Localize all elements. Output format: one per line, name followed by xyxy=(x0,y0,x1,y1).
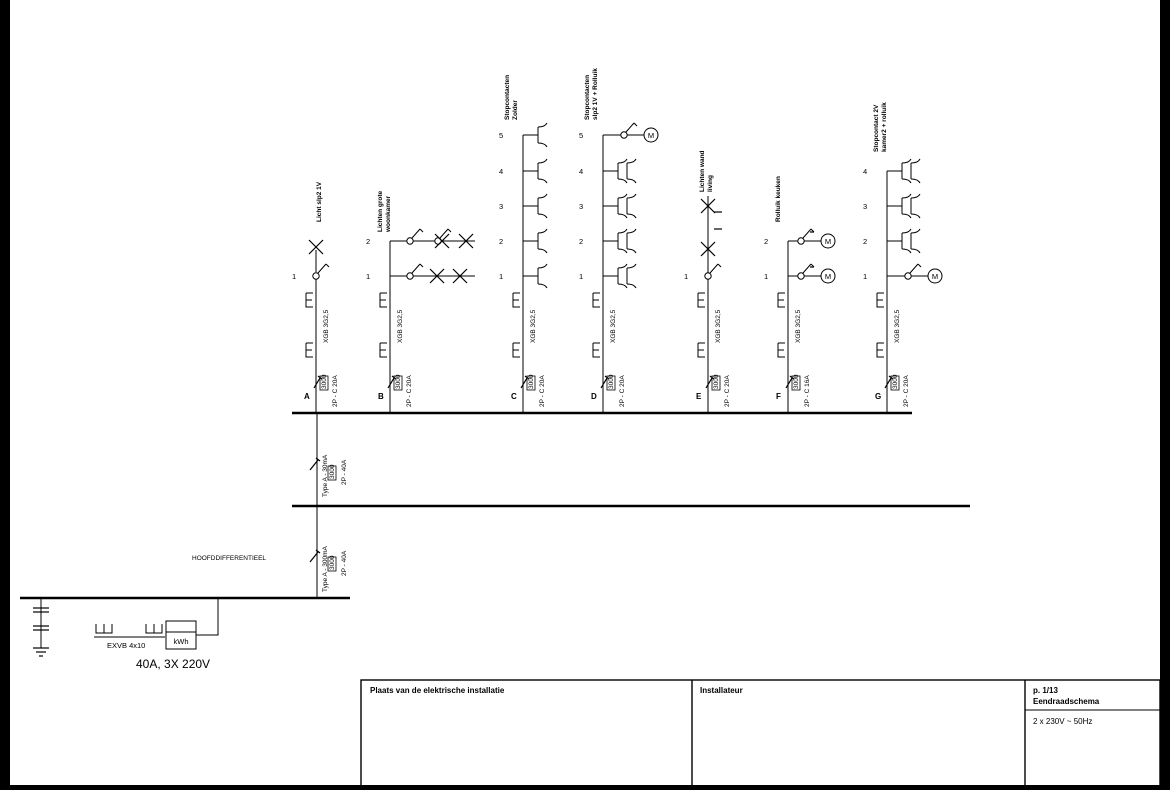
circuit-title: Lichten wand xyxy=(699,150,706,192)
breaker-brand: 3000 xyxy=(395,374,402,389)
energy-meter: kWh xyxy=(165,598,219,650)
point-number: 1 xyxy=(366,272,370,281)
breaker-rating: 2P - C 20A xyxy=(406,375,413,407)
circuit-g: G 3000 2P - C 20A XGB 3G2,5 1 2 3 4M Stopcontact… xyxy=(863,102,943,413)
sub-breaker-brand: 3000 xyxy=(329,464,336,479)
installer-label: Installateur xyxy=(700,686,743,695)
meter-label: kWh xyxy=(174,637,189,646)
breaker-rating: 2P - C 20A xyxy=(619,375,626,407)
point-number: 1 xyxy=(292,272,296,281)
circuit-letter: E xyxy=(696,392,702,401)
point-number: 4 xyxy=(579,167,583,176)
supply-cable-label: EXVB 4x10 xyxy=(107,641,145,650)
cable-label: XGB 3G2,5 xyxy=(894,309,901,343)
circuit-title: Rolluik keuken xyxy=(775,176,782,222)
supply-earth-icon xyxy=(33,598,49,657)
point-number: 1 xyxy=(499,272,503,281)
circuit-c: C 3000 2P - C 20A XGB 3G2,5 1 2 3 4 5 Stopcontact… xyxy=(499,75,548,413)
point-number: 5 xyxy=(579,131,583,140)
cable-label: XGB 3G2,5 xyxy=(397,309,404,343)
svg-text:M: M xyxy=(825,237,831,246)
svg-text:M: M xyxy=(648,131,654,140)
point-number: 1 xyxy=(764,272,768,281)
sub-breaker-rating: 2P - 40A xyxy=(341,459,348,485)
circuit-title: Lichten grote xyxy=(377,190,384,232)
cable-label: XGB 3G2,5 xyxy=(795,309,802,343)
circuit-title: slp2 1V + Rolluik xyxy=(592,68,599,120)
sub-differential-breaker: Type A - 30mA 3000 2P - 40A xyxy=(309,454,348,497)
circuit-title: living xyxy=(707,175,714,192)
point-number: 3 xyxy=(863,202,867,211)
point-number: 1 xyxy=(863,272,867,281)
circuit-letter: B xyxy=(378,392,384,401)
breaker-brand: 3000 xyxy=(321,374,328,389)
circuit-title: Licht slp2 1V xyxy=(316,181,323,222)
point-number: 2 xyxy=(863,237,867,246)
voltage-label: 2 x 230V ~ 50Hz xyxy=(1033,717,1092,726)
circuit-letter: D xyxy=(591,392,597,401)
cable-label: XGB 3G2,5 xyxy=(323,309,330,343)
circuit-a: A 3000 2P - C 20A XGB 3G2,5 1 Licht slp2 1V xyxy=(292,181,339,413)
point-number: 3 xyxy=(579,202,583,211)
point-number: 4 xyxy=(863,167,867,176)
cable-entry-icon xyxy=(94,624,165,638)
cable-label: XGB 3G2,5 xyxy=(610,309,617,343)
point-number: 1 xyxy=(684,272,688,281)
breaker-brand: 3000 xyxy=(892,374,899,389)
main-breaker-brand: 3000 xyxy=(329,555,336,570)
page-label: p. 1/13 xyxy=(1033,686,1058,695)
point-number: 4 xyxy=(499,167,503,176)
main-differential-breaker: Type A - 300mA 3000 2P - 40A HOOFDDIFFER… xyxy=(192,545,348,592)
supply-rating-label: 40A, 3X 220V xyxy=(136,657,210,671)
svg-text:M: M xyxy=(825,272,831,281)
svg-text:M: M xyxy=(932,272,938,281)
main-breaker-type: Type A - 300mA xyxy=(322,545,329,592)
point-number: 2 xyxy=(366,237,370,246)
point-number: 1 xyxy=(579,272,583,281)
circuit-letter: F xyxy=(776,392,781,401)
cable-label: XGB 3G2,5 xyxy=(715,309,722,343)
circuit-group: A 3000 2P - C 20A XGB 3G2,5 1 Licht slp2 1V B 3… xyxy=(292,68,943,413)
breaker-rating: 2P - C 20A xyxy=(332,375,339,407)
cable-label: XGB 3G2,5 xyxy=(530,309,537,343)
breaker-brand: 3000 xyxy=(713,374,720,389)
sub-breaker-type: Type A - 30mA xyxy=(322,454,329,497)
schema-label: Eendraadschema xyxy=(1033,697,1100,706)
circuit-letter: C xyxy=(511,392,517,401)
point-number: 2 xyxy=(499,237,503,246)
circuit-title: kamer2 + rolluik xyxy=(881,102,888,152)
title-block: Plaats van de elektrische installatie In… xyxy=(360,679,1161,790)
circuit-letter: A xyxy=(304,392,310,401)
point-number: 2 xyxy=(579,237,583,246)
breaker-brand: 3000 xyxy=(528,374,535,389)
breaker-rating: 2P - C 20A xyxy=(903,375,910,407)
circuit-title: Stopcontact 2V xyxy=(873,104,880,152)
circuit-letter: G xyxy=(875,392,881,401)
circuit-title: Stopcontacten xyxy=(584,75,591,120)
main-breaker-rating: 2P - 40A xyxy=(341,550,348,576)
main-differential-label: HOOFDDIFFERENTIEEL xyxy=(192,555,266,562)
location-label: Plaats van de elektrische installatie xyxy=(370,686,505,695)
breaker-rating: 2P - C 20A xyxy=(724,375,731,407)
circuit-d: D 3000 2P - C 20A XGB 3G2,5 1 2 3 4 5 M Stopcontac… xyxy=(579,68,659,413)
breaker-brand: 3000 xyxy=(608,374,615,389)
paper xyxy=(10,0,1160,785)
circuit-title: Zolder xyxy=(512,100,519,120)
breaker-rating: 2P - C 20A xyxy=(539,375,546,407)
circuit-title: woonkamer xyxy=(385,195,392,233)
point-number: 2 xyxy=(764,237,768,246)
circuit-title: Stopcontacten xyxy=(504,75,511,120)
breaker-rating: 2P - C 16A xyxy=(804,375,811,407)
breaker-brand: 3000 xyxy=(793,374,800,389)
point-number: 3 xyxy=(499,202,503,211)
point-number: 5 xyxy=(499,131,503,140)
